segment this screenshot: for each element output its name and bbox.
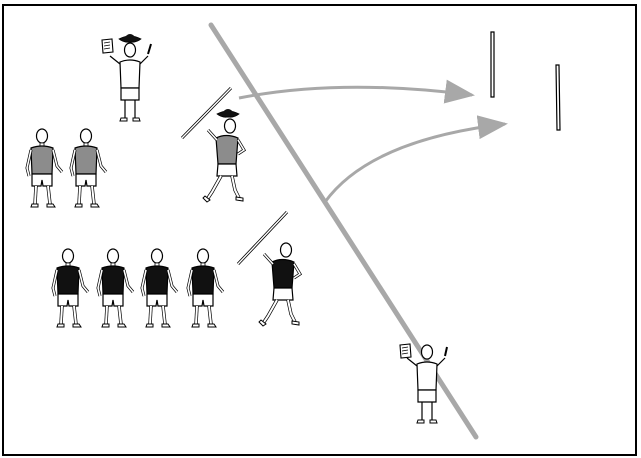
clipboard-icon	[102, 39, 113, 53]
trajectory-arrow-upper	[239, 87, 472, 98]
athlete-black-1	[53, 249, 88, 327]
thrower-figure-grey	[182, 88, 244, 202]
target-pole-1	[491, 32, 494, 97]
clipboard-icon	[400, 344, 411, 358]
pen-icon	[445, 347, 447, 356]
coach-figure	[102, 34, 151, 121]
pen-icon	[148, 44, 151, 54]
athlete-black-4	[188, 249, 223, 327]
athlete-black-3	[142, 249, 177, 327]
hat-icon	[119, 34, 141, 42]
athlete-black-2	[98, 249, 133, 327]
trajectory-arrow-lower	[325, 124, 505, 202]
hat-icon	[217, 109, 239, 117]
athlete-grey-2	[71, 129, 106, 207]
athlete-grey-1	[27, 129, 62, 207]
thrower-figure-black	[238, 212, 300, 326]
target-pole-2	[556, 65, 560, 130]
